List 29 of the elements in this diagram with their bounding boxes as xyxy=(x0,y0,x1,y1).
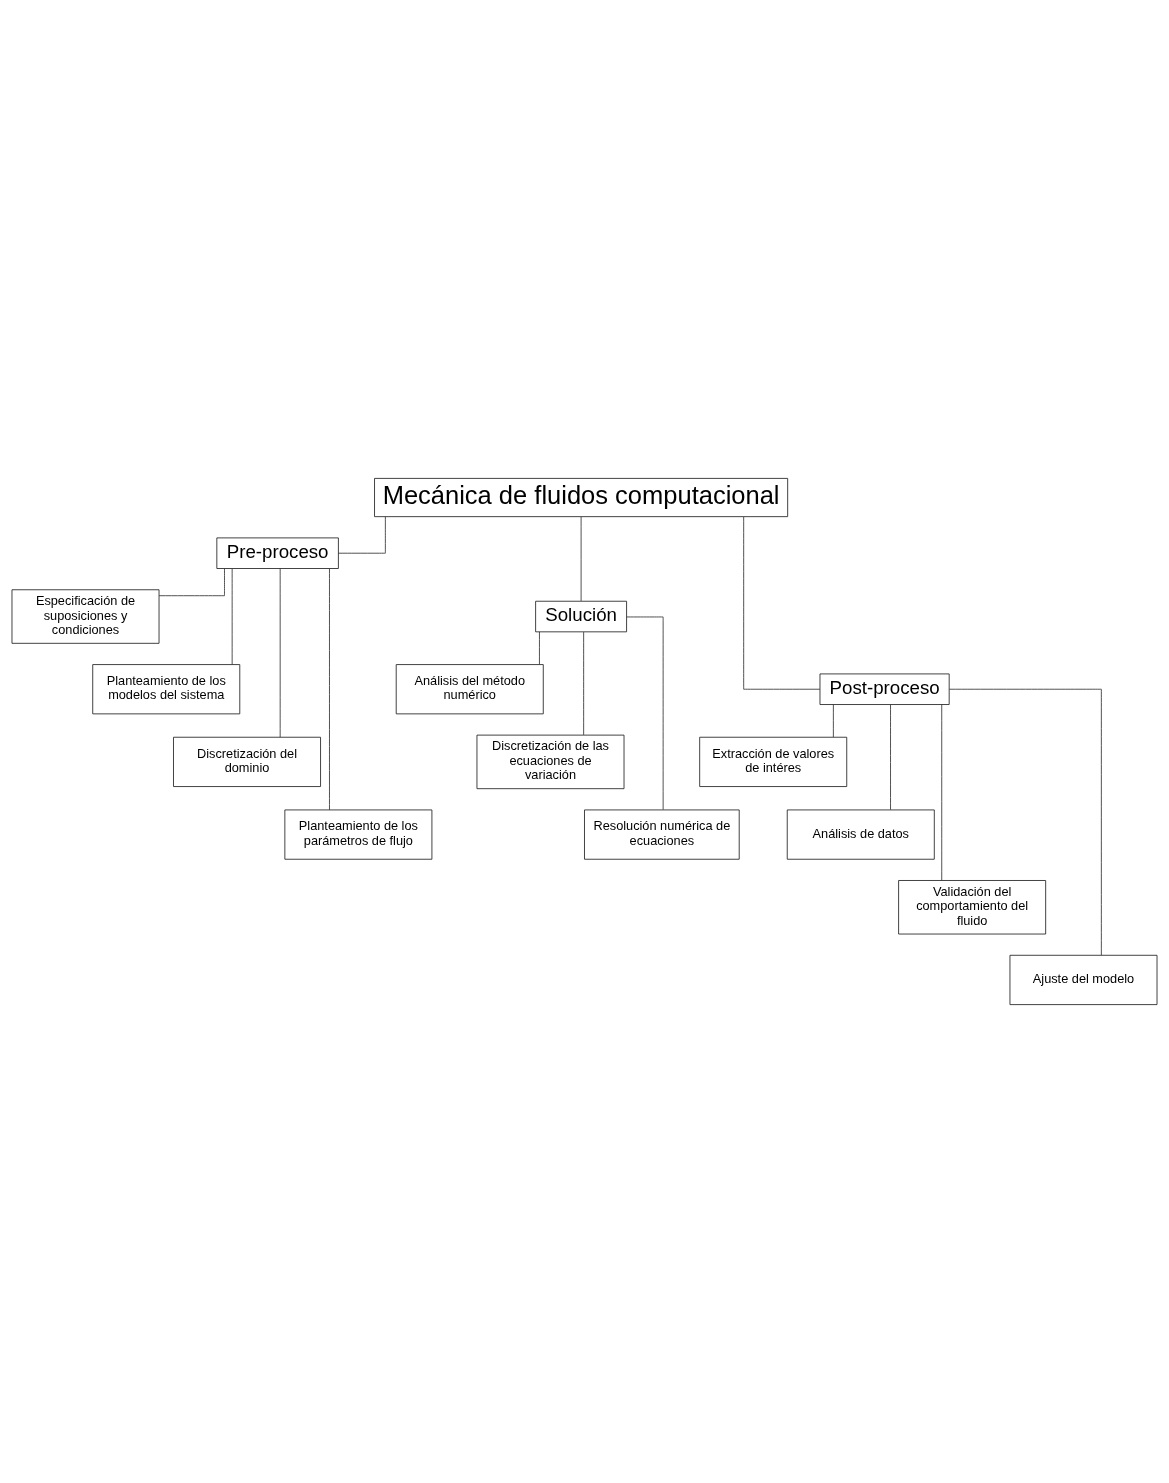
connector xyxy=(329,568,330,811)
node-box: Discretización del dominio xyxy=(173,736,321,787)
node-box: Validación del comportamiento del fluido xyxy=(898,880,1047,935)
node-box: Análisis del método numérico xyxy=(395,664,544,715)
connector xyxy=(832,704,834,738)
connector xyxy=(338,516,386,554)
node-box: Mecánica de fluidos computacional xyxy=(374,477,789,518)
node-box: Planteamiento de los modelos del sistema xyxy=(92,664,241,715)
connector xyxy=(626,616,664,811)
node-box: Post-proceso xyxy=(819,673,950,705)
node-box: Pre-proceso xyxy=(216,537,339,569)
connector xyxy=(941,704,943,881)
connector xyxy=(890,704,891,811)
node-box: Análisis de datos xyxy=(786,809,935,860)
node-box: Resolución numérica de ecuaciones xyxy=(584,809,740,860)
connector xyxy=(583,631,585,736)
node-box: Especificación de suposiciones y condiciones xyxy=(11,589,160,644)
node-box: Planteamiento de los parámetros de flujo xyxy=(284,809,433,860)
connector xyxy=(539,631,540,665)
node-box: Extracción de valores de intéres xyxy=(699,736,848,787)
node-box: Ajuste del modelo xyxy=(1009,954,1158,1006)
connector xyxy=(279,568,281,738)
connector xyxy=(231,568,233,665)
connector xyxy=(743,516,821,690)
node-box: Discretización de las ecuaciones de variación xyxy=(476,734,625,790)
node-box: Solución xyxy=(535,600,627,633)
connector xyxy=(948,688,1102,956)
connector xyxy=(580,516,582,602)
connector xyxy=(158,568,225,597)
